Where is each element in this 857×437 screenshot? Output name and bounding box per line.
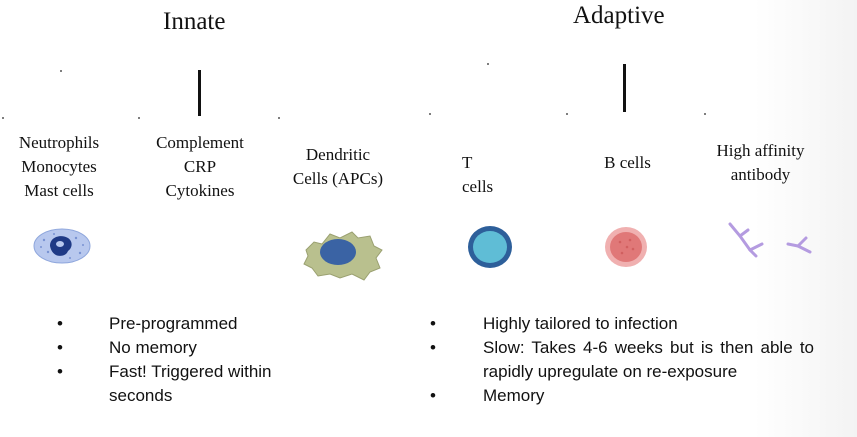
label-line: Complement <box>156 133 244 152</box>
adaptive-features-list: • Highly tailored to infection • Slow: T… <box>430 312 814 408</box>
dot <box>2 117 4 119</box>
list-item: • Fast! Triggered within seconds <box>57 360 307 408</box>
list-item: • Highly tailored to infection <box>430 312 814 336</box>
dot <box>429 113 431 115</box>
label-line: T <box>462 153 473 172</box>
dot <box>566 113 568 115</box>
dot <box>138 117 140 119</box>
list-item: • Slow: Takes 4-6 weeks but is then able… <box>430 336 814 384</box>
label-line: cells <box>462 177 494 196</box>
bullet-text: Memory <box>483 386 545 405</box>
bullet-mark: • <box>430 338 436 357</box>
dot <box>704 113 706 115</box>
label-line: Cells (APCs) <box>292 169 384 188</box>
adaptive-connector-line <box>623 64 626 112</box>
list-item: • Memory <box>430 384 814 408</box>
list-item: • Pre-programmed <box>57 312 307 336</box>
bullet-mark: • <box>57 362 63 381</box>
label-line: Mast cells <box>24 181 94 200</box>
bullet-text: Fast! Triggered within seconds <box>109 362 272 405</box>
dot <box>60 70 62 72</box>
bullet-text: Slow: Takes 4-6 weeks but is then able t… <box>483 338 814 381</box>
dot <box>487 63 489 65</box>
label-line: B cells <box>604 153 651 172</box>
adaptive-title: Adaptive <box>573 2 665 29</box>
dot <box>278 117 280 119</box>
t-cells-label: T cells <box>462 151 493 199</box>
antibody-icon <box>728 222 812 258</box>
bullet-mark: • <box>430 386 436 405</box>
label-line: Neutrophils <box>18 133 100 152</box>
dendritic-cell-icon <box>303 231 383 281</box>
dendritic-cells-label: Dendritic Cells (APCs) <box>283 143 393 191</box>
label-line: Dendritic <box>305 145 371 164</box>
innate-title: Innate <box>163 8 226 35</box>
granulocyte-label: Neutrophils Monocytes Mast cells <box>4 131 114 203</box>
neutrophil-icon <box>33 228 91 264</box>
list-item: • No memory <box>57 336 307 360</box>
bullet-mark: • <box>57 314 63 333</box>
b-cells-label: B cells <box>590 151 665 175</box>
label-line: Monocytes <box>21 157 97 176</box>
bullet-text: No memory <box>109 338 197 357</box>
t-cell-icon <box>468 226 512 268</box>
soluble-factors-label: Complement CRP Cytokines <box>140 131 260 203</box>
label-line: CRP <box>183 157 217 176</box>
antibody-label: High affinity antibody <box>703 139 818 187</box>
bullet-mark: • <box>430 314 436 333</box>
label-line: Cytokines <box>165 181 235 200</box>
label-line: High affinity <box>716 141 805 160</box>
bullet-text: Highly tailored to infection <box>483 314 678 333</box>
bullet-mark: • <box>57 338 63 357</box>
innate-connector-line <box>198 70 201 116</box>
bullet-text: Pre-programmed <box>109 314 238 333</box>
label-line: antibody <box>730 165 791 184</box>
innate-features-list: • Pre-programmed • No memory • Fast! Tri… <box>57 312 307 408</box>
b-cell-icon <box>605 227 647 267</box>
